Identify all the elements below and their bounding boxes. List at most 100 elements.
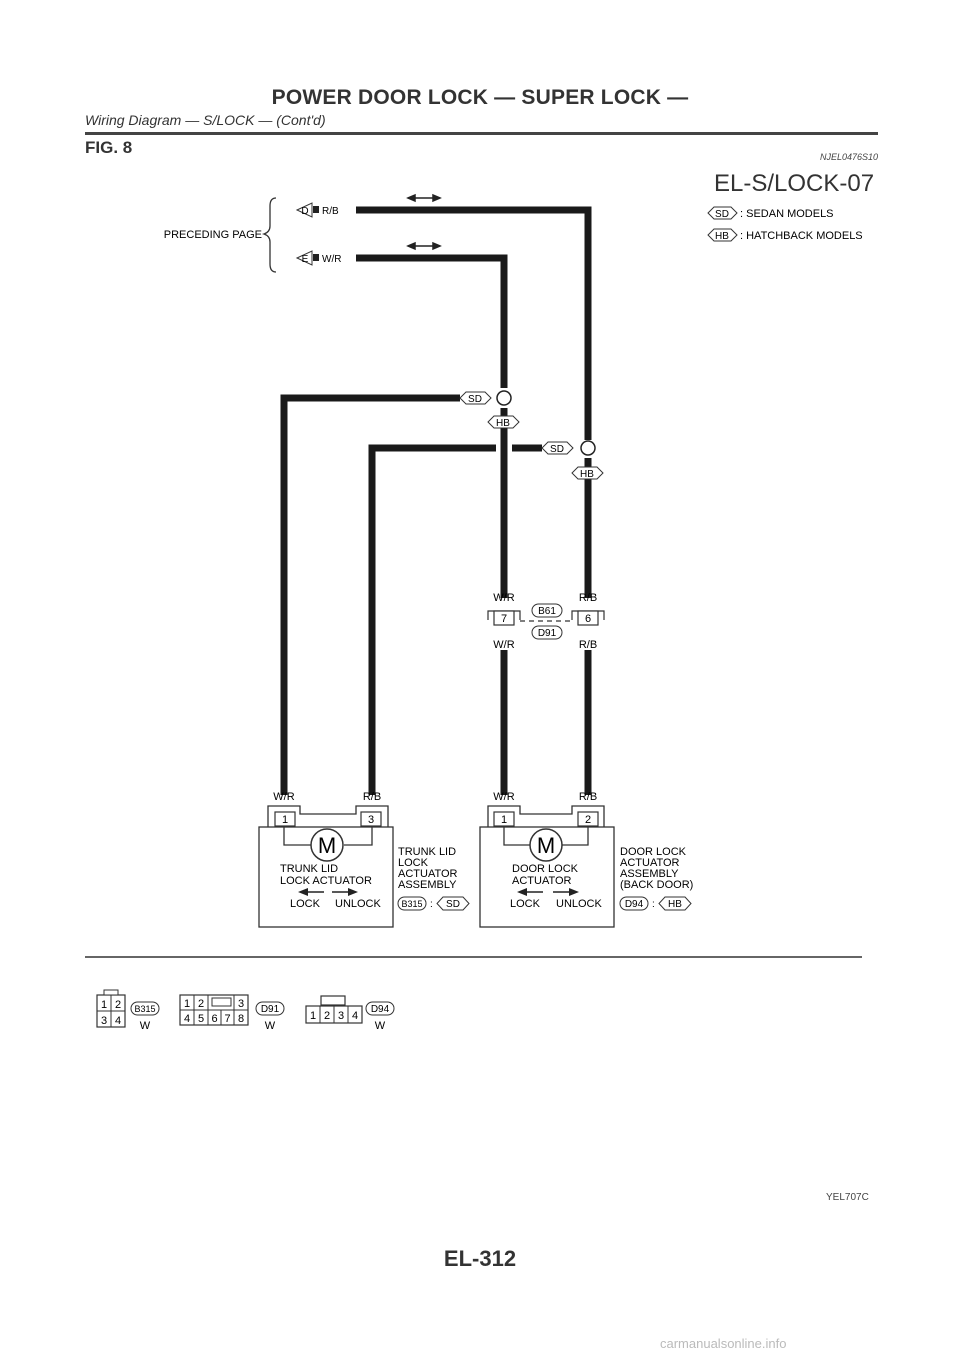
b315-pin3: 3 (101, 1015, 107, 1027)
d94-pin3: 3 (338, 1010, 344, 1022)
page-title: POWER DOOR LOCK — SUPER LOCK — (271, 86, 689, 109)
b315-pin2: 2 (115, 999, 121, 1011)
connector-view-d91: 1 2 3 4 5 6 7 8 D91 W (179, 994, 285, 1032)
connector-e-terminal (313, 254, 319, 261)
d91-pin7: 7 (224, 1013, 230, 1025)
d94-pin2: 2 (324, 1010, 330, 1022)
trunk-wire1: W/R (273, 791, 294, 803)
legend-hb-badge-shape (707, 228, 738, 242)
wire-e-color: W/R (322, 254, 341, 265)
diagram-name: EL-S/LOCK-07 (714, 170, 875, 197)
hb-badge-2-shape (571, 466, 604, 480)
wire-wr-main (356, 254, 508, 388)
d91-color: W (265, 1020, 276, 1032)
inline-top-right-wire: R/B (579, 592, 597, 604)
connector-view-b315: 1 2 3 4 B315 W (96, 989, 160, 1032)
wire-arrows (406, 193, 442, 251)
d91-pin8: 8 (238, 1013, 244, 1025)
trunk-unlock-arrow-icon (348, 888, 358, 896)
d94-name: D94 (371, 1004, 390, 1015)
legend-sd-text: : SEDAN MODELS (740, 208, 834, 220)
door-conn-badge (619, 896, 649, 911)
header-divider (85, 132, 878, 135)
door-unlock-label: UNLOCK (556, 898, 603, 910)
d91-pin4: 4 (184, 1013, 190, 1025)
door-assy-line3: ASSEMBLY (620, 868, 679, 880)
trunk-colon: : (430, 899, 433, 910)
hb-badge-1-shape (487, 415, 520, 429)
hb-badge-1: HB (496, 418, 510, 429)
b315-pin1: 1 (101, 999, 107, 1011)
sd-badge-2-shape (541, 441, 574, 455)
trunk-conn: B315 (401, 899, 422, 909)
inline-conn-top-badge (531, 603, 563, 618)
door-lock-label: LOCK (510, 898, 541, 910)
trunk-name-line1: TRUNK LID (280, 863, 338, 875)
b315-pin4: 4 (115, 1015, 121, 1027)
inline-pin-right-box (577, 610, 599, 626)
junction-circle-1 (496, 390, 512, 406)
figure-label: FIG. 8 (85, 138, 133, 157)
preceding-page-group: PRECEDING PAGE D R/B E W/R (164, 197, 341, 273)
b315-color: W (140, 1020, 151, 1032)
inline-pin-right: 6 (585, 613, 591, 625)
inline-bottom-left-wire: W/R (493, 639, 514, 651)
watermark: carmanualsonline.info (660, 1336, 787, 1351)
door-name-line1: DOOR LOCK (512, 863, 579, 875)
trunk-lock-arrow-icon (298, 888, 308, 896)
sd-badge-1: SD (468, 394, 482, 405)
d94-pin1: 1 (310, 1010, 316, 1022)
door-colon: : (652, 899, 655, 910)
door-name-line2: ACTUATOR (512, 875, 572, 887)
trunk-assy-line3: ACTUATOR (398, 868, 458, 880)
preceding-page-label: PRECEDING PAGE (164, 229, 262, 241)
inline-top-left-wire: W/R (493, 592, 514, 604)
wire-rb-sd-left (368, 444, 496, 795)
trunk-assy-line2: LOCK (398, 857, 429, 869)
connector-d-label: D (301, 206, 308, 217)
wire-wr-sd (280, 394, 460, 795)
door-wire2: R/B (579, 791, 597, 803)
d94-color: W (375, 1020, 386, 1032)
trunk-model-badge (436, 896, 470, 911)
door-assy-line4: (BACK DOOR) (620, 879, 693, 891)
page-number: EL-312 (443, 1246, 517, 1271)
preceding-brace (261, 197, 277, 273)
sd-badge-2: SD (550, 444, 564, 455)
trunk-assy-line1: TRUNK LID (398, 846, 456, 858)
d91-pin1: 1 (184, 998, 190, 1010)
connector-d-flag (295, 202, 313, 218)
d91-pin2: 2 (198, 998, 204, 1010)
trunk-conn-badge (397, 896, 427, 911)
d94-pin4: 4 (352, 1010, 358, 1022)
wire-d-color: R/B (322, 206, 339, 217)
door-pin2: 2 (585, 814, 591, 826)
d91-pin3: 3 (238, 998, 244, 1010)
inline-conn-top: B61 (538, 606, 556, 617)
door-conn: D94 (625, 899, 644, 910)
legend-hb-badge: HB (715, 231, 729, 242)
trunk-name-line2: LOCK ACTUATOR (280, 875, 372, 887)
inline-conn-bottom: D91 (538, 628, 557, 639)
trunk-motor-circle (310, 828, 344, 862)
trunk-pin2: 3 (368, 814, 374, 826)
legend-hb-text: : HATCHBACK MODELS (740, 230, 863, 242)
connector-d-terminal (313, 206, 319, 213)
connector-view-d94: 1 2 3 4 D94 W (305, 995, 395, 1032)
door-motor-circle (529, 828, 563, 862)
trunk-lid-actuator: W/R R/B 1 3 M TRUNK LID LOCK ACTUATOR LO… (258, 791, 470, 928)
b315-name: B315 (134, 1004, 155, 1014)
door-motor-symbol: M (537, 833, 555, 858)
connector-e-flag (295, 250, 313, 266)
door-model: HB (668, 899, 682, 910)
door-lock-actuator: W/R R/B 1 2 M DOOR LOCK ACTUATOR LOCK UN… (479, 791, 693, 928)
model-split-group: SD HB SD HB (459, 390, 604, 480)
hb-badge-2: HB (580, 469, 594, 480)
inline-connector-b61-d91: W/R R/B 7 6 B61 D91 W/R R/B (487, 592, 605, 651)
door-lock-arrow-icon (517, 888, 527, 896)
trunk-motor-symbol: M (318, 833, 336, 858)
legend-sd-badge-shape (707, 206, 738, 220)
trunk-unlock-label: UNLOCK (335, 898, 382, 910)
door-wire1: W/R (493, 791, 514, 803)
